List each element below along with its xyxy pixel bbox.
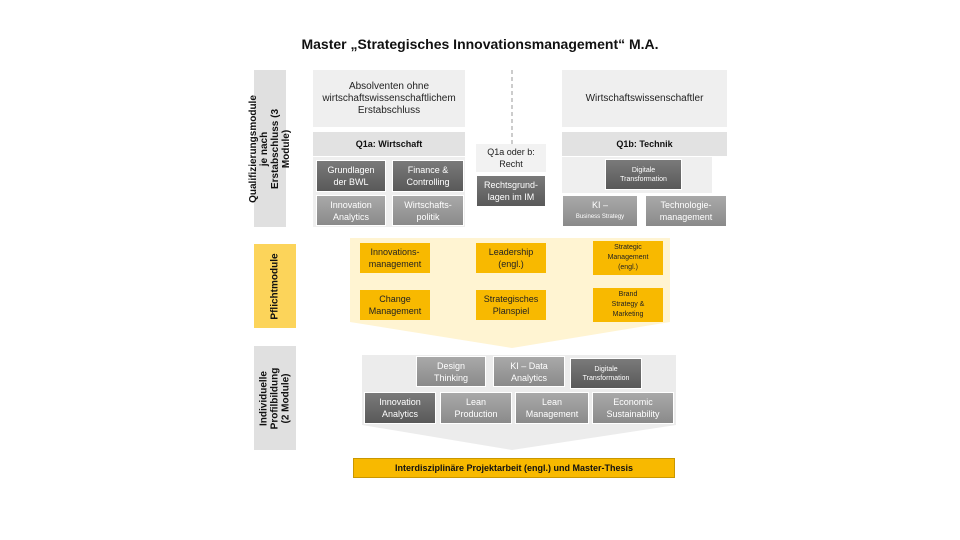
module-grundlagen-bwl: Grundlagen der BWL [316, 160, 386, 192]
module-economic-sustainability: Economic Sustainability [592, 392, 674, 424]
module-ki-business-strategy: KI – Business Strategy [562, 195, 638, 227]
side-label-mandatory: Pflichtmodule [254, 244, 296, 328]
module-wirtschaftspolitik: Wirtschafts- politik [392, 195, 464, 226]
heading-economists: Wirtschaftswissenschaftler [562, 70, 727, 127]
module-finance-controlling: Finance & Controlling [392, 160, 464, 192]
module-digitale-transformation-q1b: Digitale Transformation [605, 159, 682, 190]
module-brand-strategy: Brand Strategy & Marketing [593, 288, 663, 322]
q1a-header: Q1a: Wirtschaft [313, 132, 465, 156]
module-ki-sublabel: Business Strategy [575, 214, 625, 220]
side-label-qualification: Qualifizierungsmodule je nach Erstabschl… [248, 70, 292, 227]
final-project-thesis: Interdisziplinäre Projektarbeit (engl.) … [353, 458, 675, 478]
module-strategic-management: Strategic Management (engl.) [593, 241, 663, 275]
q1b-header: Q1b: Technik [562, 132, 727, 156]
heading-non-economists: Absolventen ohne wirtschaftswissenschaft… [313, 70, 465, 127]
recht-header: Q1a oder b: Recht [476, 144, 546, 172]
module-digitale-transformation-profile: Digitale Transformation [570, 358, 642, 389]
module-design-thinking: Design Thinking [416, 356, 486, 387]
module-rechtsgrundlagen: Rechtsgrund- lagen im IM [476, 175, 546, 207]
side-label-profile: Individuelle Profilbildung (2 Module) [254, 346, 296, 450]
module-leadership: Leadership (engl.) [476, 243, 546, 273]
module-technologiemanagement: Technologie- management [645, 195, 727, 227]
module-lean-production: Lean Production [440, 392, 512, 424]
module-lean-management: Lean Management [515, 392, 589, 424]
module-innovation-analytics-profile: Innovation Analytics [364, 392, 436, 424]
module-innovationsmanagement: Innovations- management [360, 243, 430, 273]
module-ki-label: KI – [591, 200, 608, 210]
page-title: Master „Strategisches Innovationsmanagem… [301, 36, 659, 52]
module-change-management: Change Management [360, 290, 430, 320]
module-strategisches-planspiel: Strategisches Planspiel [476, 290, 546, 320]
module-ki-data-analytics: KI – Data Analytics [493, 356, 565, 387]
module-innovation-analytics-q1a: Innovation Analytics [316, 195, 386, 226]
